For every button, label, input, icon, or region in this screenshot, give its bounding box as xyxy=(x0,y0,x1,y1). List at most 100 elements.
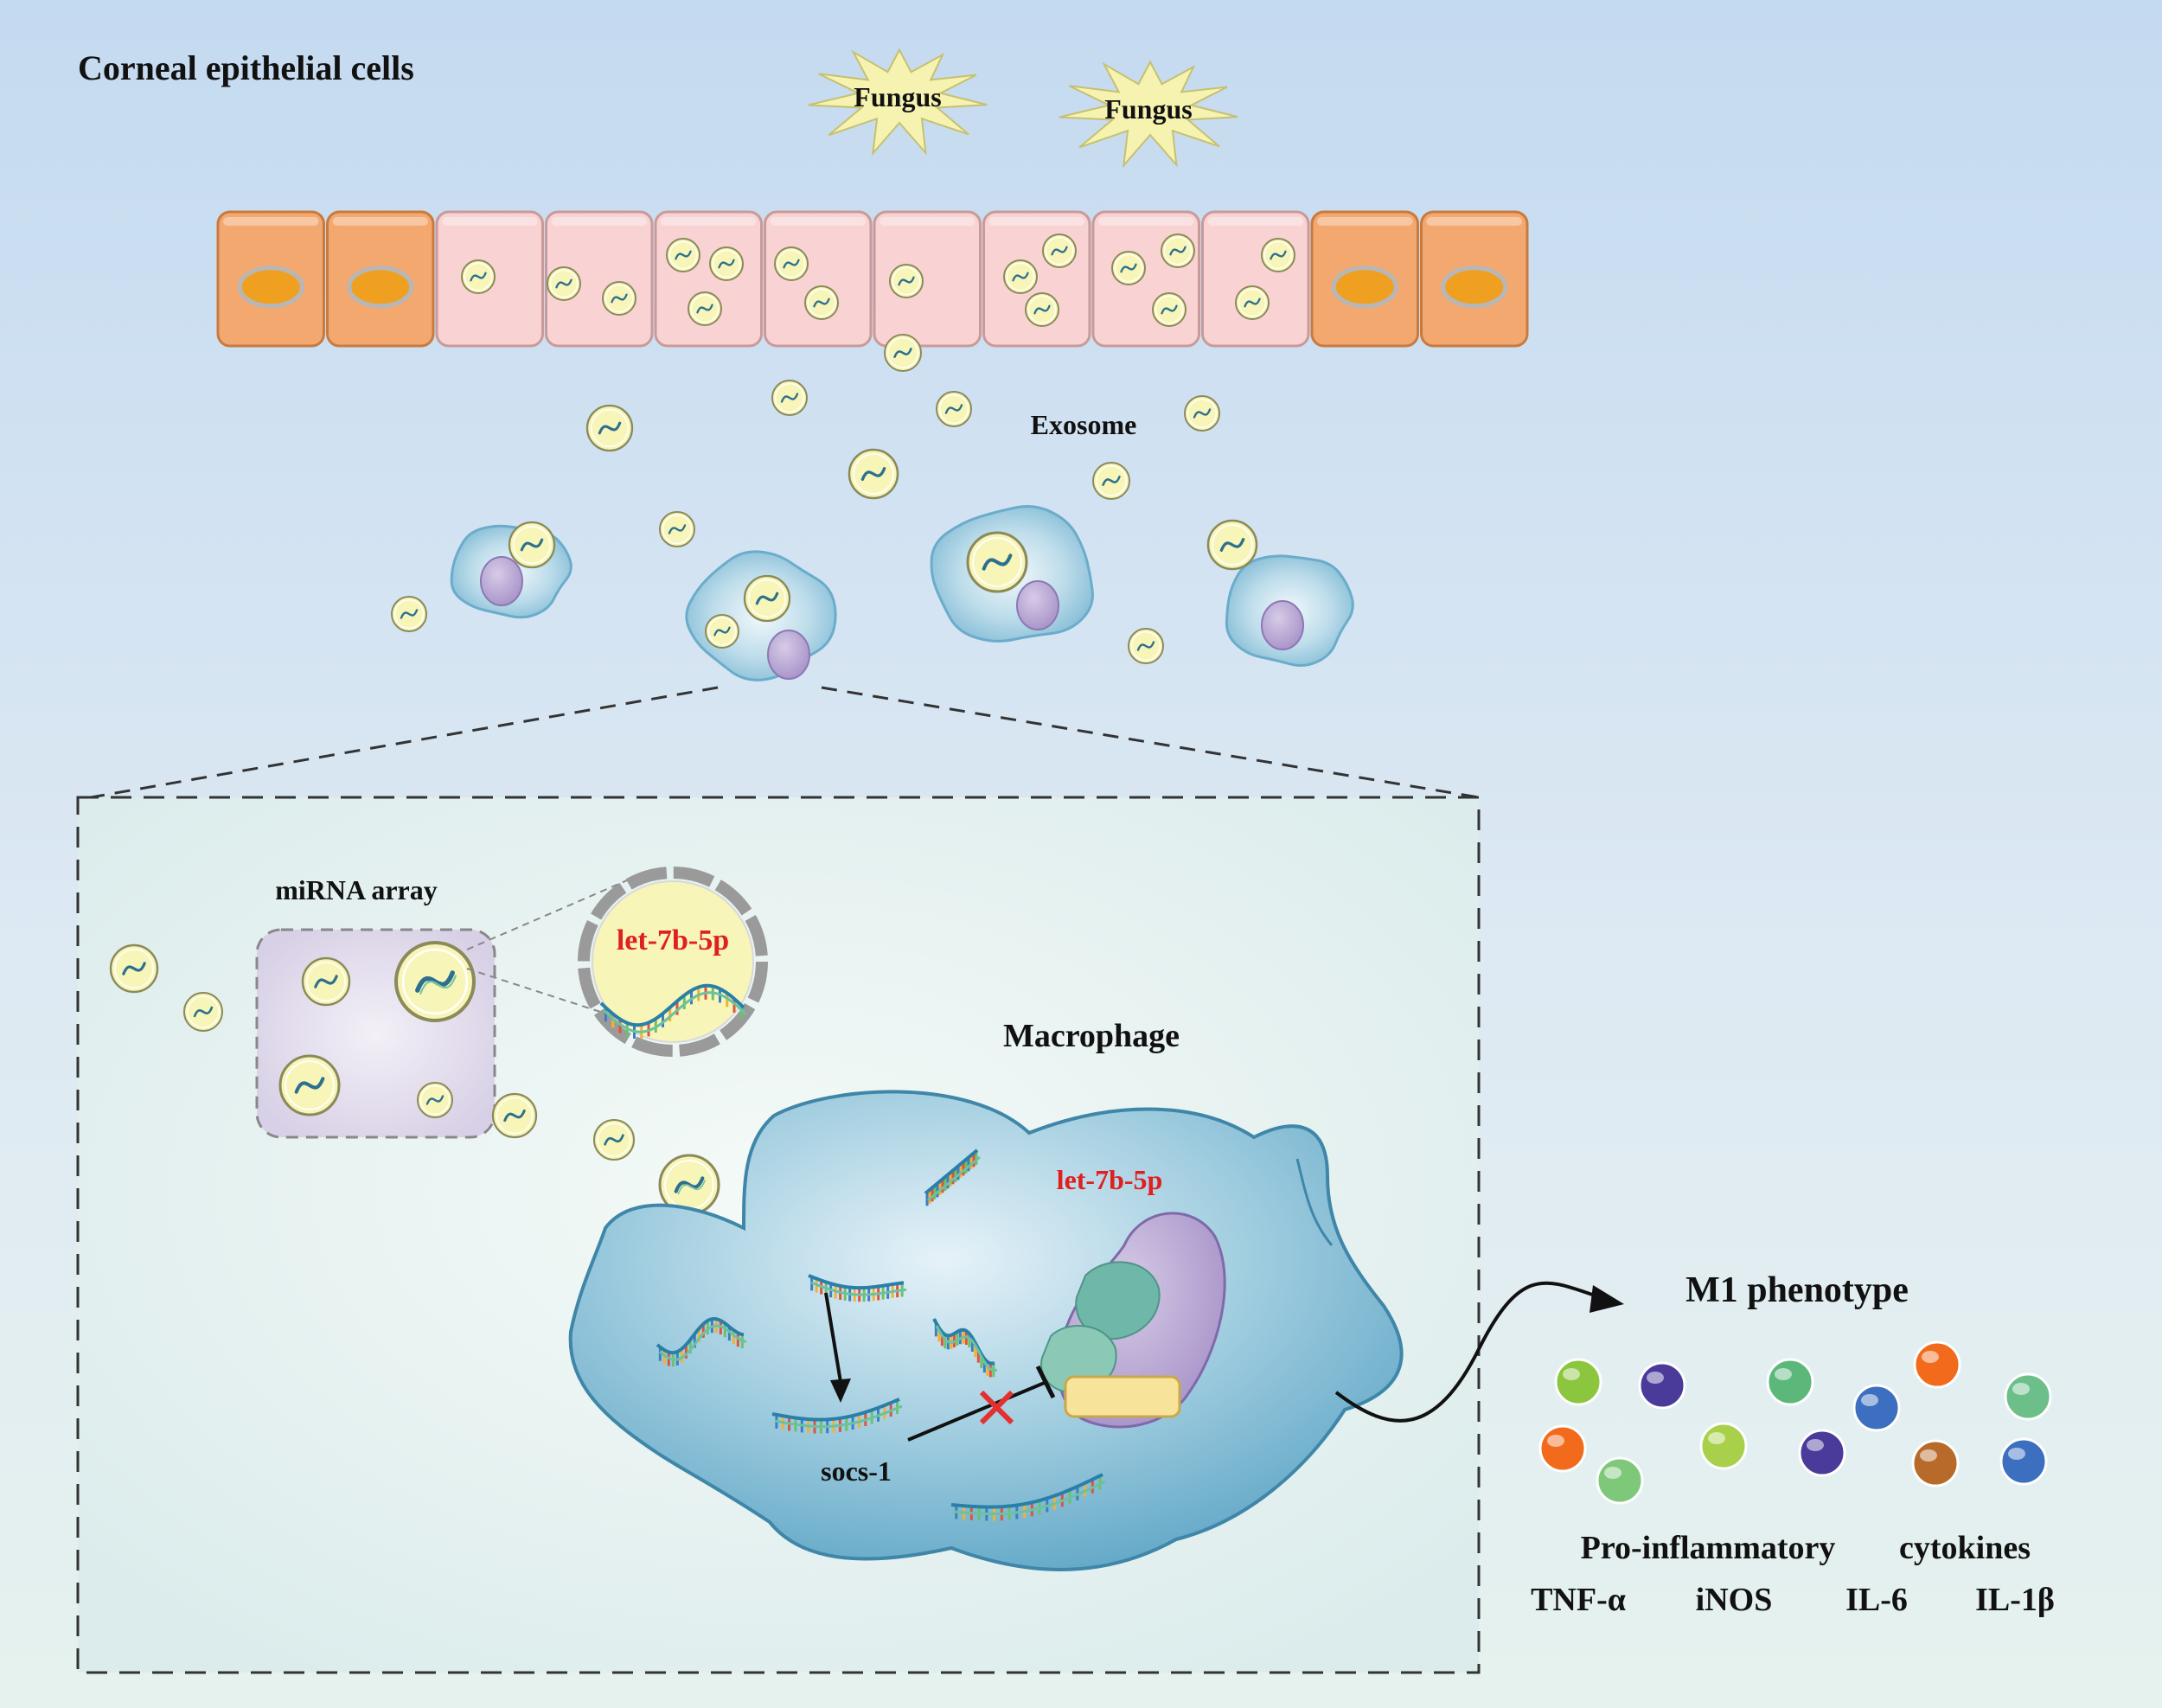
exosome-vesicle-icon xyxy=(1042,233,1077,268)
mirna-strand-icon xyxy=(755,592,779,605)
binding-arrow xyxy=(824,1292,842,1383)
infected-epithelial-cell xyxy=(654,210,763,348)
mirna-strand-icon xyxy=(1033,304,1051,315)
small-macrophage-cell xyxy=(1206,519,1354,667)
mirna-strand-icon xyxy=(1193,408,1212,419)
cytokine-sphere-icon xyxy=(1911,1439,1960,1487)
mirna-strand-icon xyxy=(656,1316,747,1367)
mirna-strand-icon xyxy=(520,538,544,552)
exosome-vesicle-icon xyxy=(743,574,791,623)
let7b-exosome-inset xyxy=(578,867,768,1057)
socs1-label: socs-1 xyxy=(821,1455,892,1487)
exosome-membrane xyxy=(578,867,768,1057)
exosome-vesicle-icon xyxy=(889,264,924,298)
exosome-vesicle-icon xyxy=(1152,292,1187,327)
exosome-vesicle-icon xyxy=(705,614,739,649)
small-macrophages xyxy=(450,505,1354,681)
small-macrophage-cell xyxy=(930,505,1094,643)
m1-phenotype-label: M1 phenotype xyxy=(1685,1270,1909,1310)
exosome-vesicle-icon xyxy=(1161,233,1195,268)
mirna-strand-icon xyxy=(668,524,687,534)
free-exosomes xyxy=(391,380,1220,664)
macrophage-membrane xyxy=(568,1090,1404,1571)
cell-nucleus xyxy=(1441,265,1508,309)
mirna-strand-icon xyxy=(808,1274,907,1302)
let7b-inset-label: let-7b-5p xyxy=(617,924,729,956)
pro-inflammatory-label: Pro-inflammatory xyxy=(1581,1530,1836,1566)
mirna-strand-icon xyxy=(1270,250,1287,260)
mirna-array-label: miRNA array xyxy=(275,874,438,905)
mirna-strand-icon xyxy=(783,259,800,269)
nfkb-complex xyxy=(1064,1375,1181,1418)
cytokine-sphere-icon xyxy=(1999,1437,2048,1486)
mirna-strand-icon xyxy=(771,1398,903,1434)
il6-label: IL-6 xyxy=(1845,1582,1908,1618)
exosome-vesicle-icon xyxy=(1184,395,1220,432)
mirna-strand-icon xyxy=(718,259,735,269)
mirna-strand-icon xyxy=(1161,304,1178,315)
cytokine-sphere-icon xyxy=(1638,1361,1686,1410)
cytokine-sphere-icon xyxy=(1766,1358,1814,1406)
exosome-vesicle-icon xyxy=(709,246,744,281)
arrow-head xyxy=(1590,1285,1624,1313)
exosome-vesicle-icon xyxy=(491,1092,538,1139)
exosome-vesicle-icon xyxy=(278,1054,341,1116)
exosome-vesicle-icon xyxy=(688,291,722,326)
mirna-strand-icon xyxy=(122,962,146,976)
p50-subunit xyxy=(1075,1261,1161,1340)
mirna-strand-icon xyxy=(1102,476,1121,486)
cytokine-sphere-icon xyxy=(2004,1372,2052,1421)
box-exosomes xyxy=(109,944,720,1216)
mirna-strand-icon xyxy=(893,348,912,358)
cytokine-sphere-icon xyxy=(1852,1384,1901,1432)
exosome-vesicle-icon xyxy=(417,1082,453,1118)
exosome-vesicle-icon xyxy=(771,380,808,416)
inos-label: iNOS xyxy=(1696,1582,1773,1618)
exosome-vesicle-icon xyxy=(1111,251,1146,285)
mirna-strand-icon xyxy=(675,250,692,260)
let7b-cell-label: let-7b-5p xyxy=(1057,1164,1163,1195)
mirna-strand-icon xyxy=(674,1176,705,1193)
mirna-strand-icon xyxy=(400,609,419,619)
exosome-vesicle-icon xyxy=(602,281,636,316)
exosome-vesicle-icon xyxy=(1235,285,1270,320)
cell-nucleus xyxy=(347,265,414,309)
cytokine-sphere-icon xyxy=(1699,1422,1748,1470)
mirna-strand-icon xyxy=(932,1318,998,1378)
cell-nucleus xyxy=(1261,600,1304,650)
cytokine-sphere-icon xyxy=(1554,1358,1602,1406)
zoom-lines xyxy=(90,686,1480,799)
fungus-label: Fungus xyxy=(1104,93,1192,125)
mirna-strand-icon xyxy=(950,1473,1106,1521)
exosome-vesicle-icon xyxy=(1261,238,1295,272)
polarization-arrow xyxy=(1334,1281,1601,1423)
mirna-strand-icon xyxy=(193,1006,214,1018)
exosome-vesicle-icon xyxy=(391,596,427,632)
exosome-vesicle-icon xyxy=(658,1154,720,1216)
exosome-vesicle-icon xyxy=(585,404,634,452)
exosome-vesicle-icon xyxy=(1003,259,1038,294)
cytokines xyxy=(1538,1340,2052,1505)
cell-nucleus xyxy=(767,630,810,680)
fungus-starburst-icon xyxy=(808,48,988,157)
exosome-vesicle-icon xyxy=(183,992,223,1032)
mirna-strand-icon xyxy=(1051,246,1068,256)
exosome-vesicle-icon xyxy=(1092,462,1130,500)
mirna-strand-icon xyxy=(555,278,572,289)
macrophage-label: Macrophage xyxy=(1003,1018,1180,1054)
exosome-vesicle-icon xyxy=(804,285,839,320)
cytokines-label: cytokines xyxy=(1899,1530,2031,1566)
mirna-strand-icon xyxy=(982,553,1013,571)
exosome-label: Exosome xyxy=(1031,409,1137,440)
mirna-strand-icon xyxy=(1244,297,1261,308)
cell-nucleus xyxy=(480,556,523,606)
exosome-vesicle-icon xyxy=(774,246,809,281)
mirna-array-panel xyxy=(255,928,496,1139)
exosome-vesicle-icon xyxy=(592,880,754,1043)
mirna-strand-icon xyxy=(598,421,622,435)
exosome-vesicle-icon xyxy=(659,511,695,547)
signaling xyxy=(824,1281,1624,1442)
mirna-strand-icon xyxy=(611,293,628,304)
mirna-strand-icon xyxy=(696,304,713,314)
